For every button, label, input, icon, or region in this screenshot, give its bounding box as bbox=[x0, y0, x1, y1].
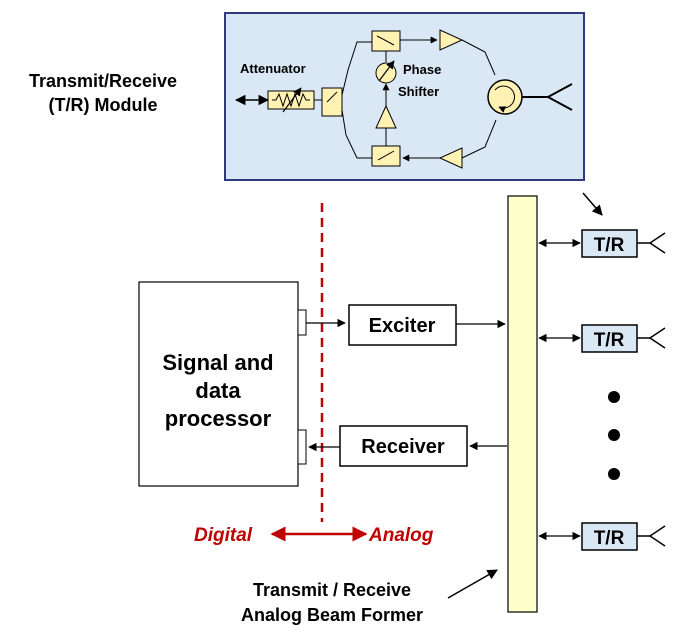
attenuator-label: Attenuator bbox=[240, 61, 306, 76]
ellipsis-dot bbox=[608, 429, 620, 441]
antenna-icon bbox=[649, 232, 666, 244]
tr-element: T/R bbox=[538, 324, 666, 353]
attenuator-icon bbox=[267, 87, 315, 113]
switch-icon bbox=[321, 87, 343, 117]
beamformer-label-line2: Analog Beam Former bbox=[241, 605, 423, 625]
beamformer-label-line1: Transmit / Receive bbox=[253, 580, 411, 600]
switch-icon bbox=[371, 30, 401, 52]
ellipsis-dot bbox=[608, 391, 620, 403]
analog-label: Analog bbox=[368, 525, 434, 546]
tr-module-panel: Attenuator Phase Shifter bbox=[224, 12, 585, 181]
tr-element-label: T/R bbox=[594, 235, 625, 256]
antenna-icon bbox=[649, 327, 666, 339]
beam-former-bar bbox=[507, 195, 538, 613]
tr-element-label: T/R bbox=[594, 330, 625, 351]
amplifier-icon bbox=[439, 29, 464, 51]
switch-icon bbox=[371, 145, 401, 167]
signal-processor-block: Signal and data processor bbox=[138, 281, 307, 487]
tr-module-label-line1: Transmit/Receive bbox=[29, 71, 177, 91]
antenna-icon bbox=[649, 525, 666, 537]
phase-shifter-icon bbox=[375, 60, 397, 84]
antenna-icon bbox=[547, 83, 573, 111]
tr-module-label-line2: (T/R) Module bbox=[49, 95, 158, 115]
receiver-block: Receiver bbox=[339, 425, 468, 467]
tr-element-label: T/R bbox=[594, 528, 625, 549]
phase-shifter-label-line1: Phase bbox=[403, 62, 441, 77]
exciter-label: Exciter bbox=[369, 315, 436, 337]
circulator-icon bbox=[487, 79, 523, 115]
processor-label-line2: data bbox=[195, 378, 241, 403]
ellipsis-dot bbox=[608, 468, 620, 480]
processor-label-line3: processor bbox=[165, 406, 272, 431]
tr-element: T/R bbox=[538, 522, 666, 551]
phase-shifter-label-line2: Shifter bbox=[398, 84, 439, 99]
beamformer-callout-arrow bbox=[447, 569, 498, 599]
receiver-label: Receiver bbox=[361, 436, 445, 458]
exciter-block: Exciter bbox=[348, 304, 457, 346]
processor-label-line1: Signal and bbox=[162, 350, 273, 375]
callout-arrow bbox=[582, 192, 603, 216]
digital-label: Digital bbox=[194, 525, 253, 546]
tr-element: T/R bbox=[538, 229, 666, 258]
